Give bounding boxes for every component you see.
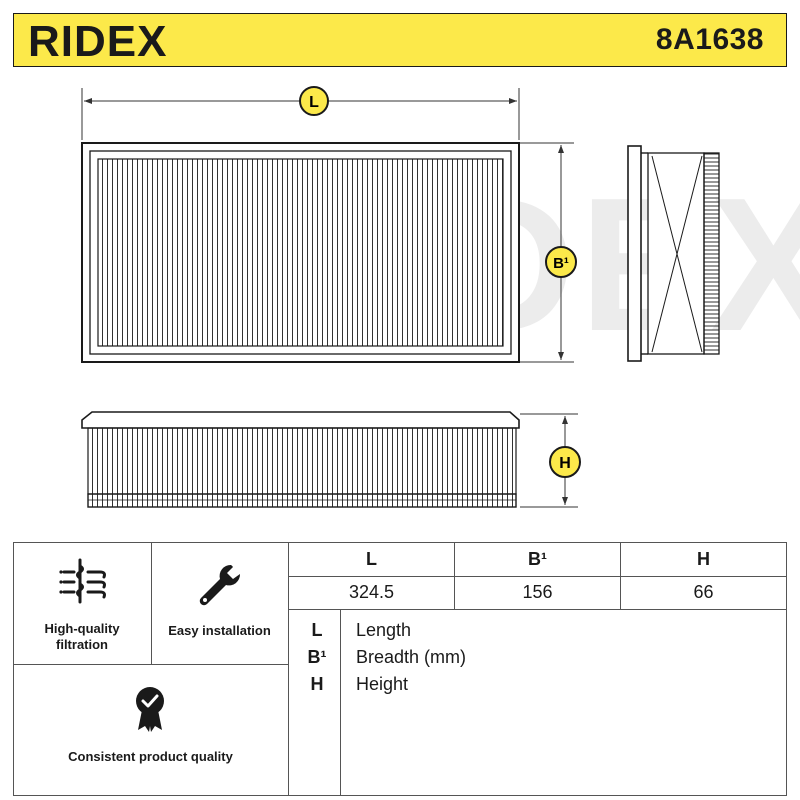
filter-side-view	[627, 145, 720, 362]
legend-key-h: H	[310, 674, 324, 694]
dim-value-b: 156	[522, 582, 553, 602]
dimension-h: H	[520, 413, 581, 508]
label-h: H	[559, 455, 571, 472]
feature-installation-label: Easy installation	[168, 623, 271, 638]
label-l: L	[309, 94, 319, 111]
legend-key-l: L	[311, 620, 323, 640]
filtration-icon	[59, 558, 106, 604]
filter-front-view	[81, 411, 520, 508]
dimension-b: B¹	[520, 142, 577, 363]
dim-header-b: B¹	[528, 549, 547, 569]
dimension-l: L	[81, 86, 520, 140]
label-b: B¹	[553, 255, 569, 272]
feature-installation: Easy installation	[151, 542, 288, 664]
feature-quality: Consistent product quality	[13, 664, 288, 796]
part-number: 8A1638	[655, 23, 764, 56]
feature-quality-label: Consistent product quality	[68, 749, 233, 764]
legend-text-l: Length	[356, 620, 412, 640]
dimension-legend: L Length B¹ Breadth (mm) H Height	[288, 609, 787, 796]
dim-value-h: 66	[693, 582, 714, 602]
info-grid: High-quality filtration Easy installatio…	[13, 542, 787, 796]
filter-top-view	[81, 142, 520, 363]
legend-text-b: Breadth (mm)	[356, 647, 467, 667]
header-bar: RIDEX 8A1638	[13, 13, 787, 67]
legend-text-h: Height	[356, 674, 409, 694]
feature-filtration-label-1: High-quality	[44, 621, 120, 636]
feature-filtration-label-2: filtration	[56, 637, 108, 652]
grid-lines	[13, 542, 787, 796]
brand-name: RIDEX	[28, 17, 167, 65]
dim-header-l: L	[366, 549, 377, 569]
legend-key-b: B¹	[307, 647, 327, 667]
dim-value-l: 324.5	[348, 582, 395, 602]
technical-drawing: RIDEX L B¹	[81, 86, 800, 508]
wrench-icon	[199, 564, 241, 606]
ridex-logo: RIDEX	[28, 17, 167, 65]
dim-header-h: H	[697, 549, 710, 569]
feature-filtration: High-quality filtration	[13, 542, 151, 664]
quality-badge-icon	[136, 687, 164, 732]
